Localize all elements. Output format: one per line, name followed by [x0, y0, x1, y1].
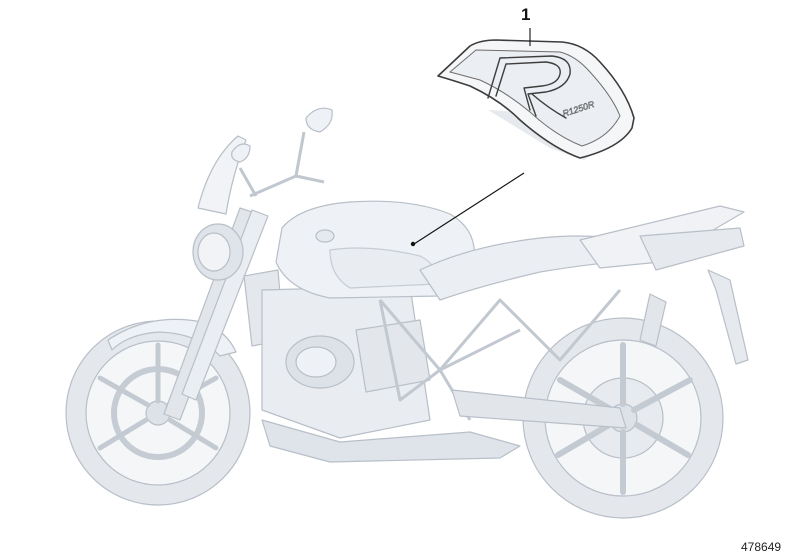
fuel-cap [315, 229, 335, 243]
headlight [192, 223, 244, 281]
tank-decal: R1250R [437, 39, 635, 160]
license-plate-bracket [707, 269, 749, 365]
callout-leader-tank [413, 172, 525, 245]
leader-lines [413, 28, 531, 245]
exhaust-pan [261, 419, 521, 463]
callout-number: 1 [521, 5, 531, 24]
engine [261, 285, 431, 439]
decal-inner-panel [448, 49, 621, 147]
leader-endpoint-dot [410, 241, 416, 247]
r-logo [487, 55, 571, 119]
handlebar [238, 131, 325, 198]
figure-id: 478649 [741, 540, 782, 554]
swingarm [451, 389, 627, 429]
mirror [305, 107, 333, 133]
motorcycle [65, 107, 749, 519]
